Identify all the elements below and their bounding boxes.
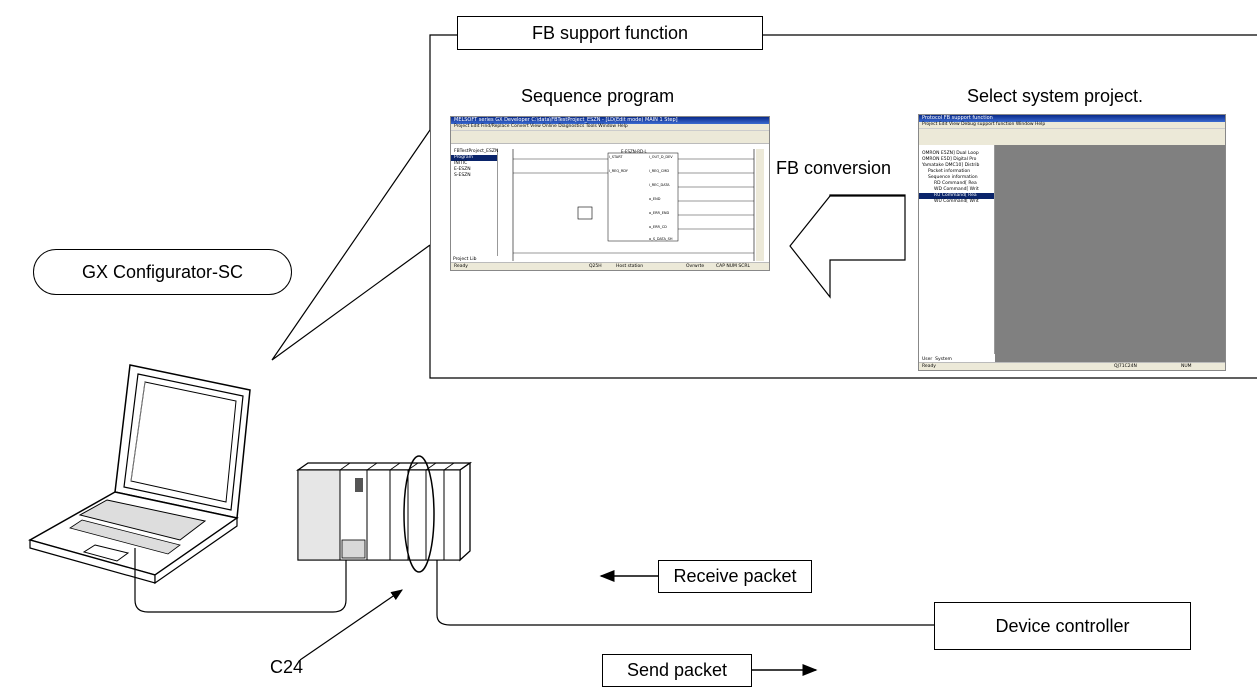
- protocol-fb-menu: Project Edit View Debug support function…: [919, 122, 1225, 129]
- sequence-program-screenshot: MELSOFT series GX Developer C:\data\FBTe…: [450, 116, 770, 271]
- fb-output-4: o_END: [649, 197, 661, 201]
- gx-project-tree: FBTestProject_ESZN Program INITIC E-ESZN…: [451, 149, 498, 256]
- fb-output-6: o_ERR_CD: [649, 225, 667, 229]
- fb-conversion-label: FB conversion: [776, 158, 892, 178]
- gx-developer-toolbar: [451, 131, 769, 144]
- fb-support-function-label: FB support function: [457, 16, 763, 50]
- fb-output-3: i_REC_DATA: [649, 183, 670, 187]
- select-project-screenshot: Protocol FB support function Project Edi…: [918, 114, 1226, 371]
- gx-developer-menu: Project Edit Find/Replace Convert View O…: [451, 124, 769, 131]
- protocol-fb-title: Protocol FB support function: [919, 115, 1225, 122]
- receive-packet-label: Receive packet: [658, 560, 812, 593]
- device-controller-box: Device controller: [934, 602, 1191, 650]
- gx-developer-title: MELSOFT series GX Developer C:\data\FBTe…: [451, 117, 769, 124]
- c24-device-cable: [436, 560, 934, 626]
- gx-status-bar: Ready Q25H Host station Ovrwrte CAP NUM …: [451, 262, 769, 270]
- laptop-icon: [28, 364, 251, 585]
- send-packet-label: Send packet: [602, 654, 752, 687]
- fb-output-5: o_ERR_END: [649, 211, 670, 215]
- laptop-callout: [271, 129, 431, 361]
- gx-tree-tabs: Project Lib: [453, 257, 477, 262]
- fb-output-2: i_REQ_CMD: [649, 169, 670, 173]
- ladder-diagram: [512, 149, 764, 261]
- c24-pointer-arrow: [299, 589, 403, 661]
- select-project-caption: Select system project.: [967, 86, 1144, 106]
- fb-output-1: i_OUT_D_DEV: [649, 155, 673, 159]
- fb-output-7: o_S_DATA_SH: [649, 237, 673, 241]
- system-tree-tabs: User System: [922, 357, 952, 362]
- fb-input-1: i_START: [609, 155, 623, 159]
- plc-icon: [295, 461, 473, 562]
- protocol-fb-status-bar: Ready QJ71C24N NUM: [919, 362, 1225, 370]
- c24-label: C24: [270, 657, 304, 677]
- c24-highlight: [403, 455, 435, 573]
- sequence-program-caption: Sequence program: [521, 86, 675, 106]
- fb-block-name: E-ESZN-RD-L: [621, 149, 647, 154]
- fb-input-2: i_REQ_RDY: [609, 169, 628, 173]
- protocol-fb-toolbar: [919, 129, 1225, 146]
- system-project-panel: [995, 145, 1225, 362]
- gx-configurator-label: GX Configurator-SC: [33, 249, 292, 295]
- system-project-tree: OMRON E5ZN] Dual Loop OMRON E5D] Digital…: [919, 145, 995, 354]
- fb-conversion-arrow: [789, 194, 906, 299]
- laptop-plc-cable: [134, 548, 347, 613]
